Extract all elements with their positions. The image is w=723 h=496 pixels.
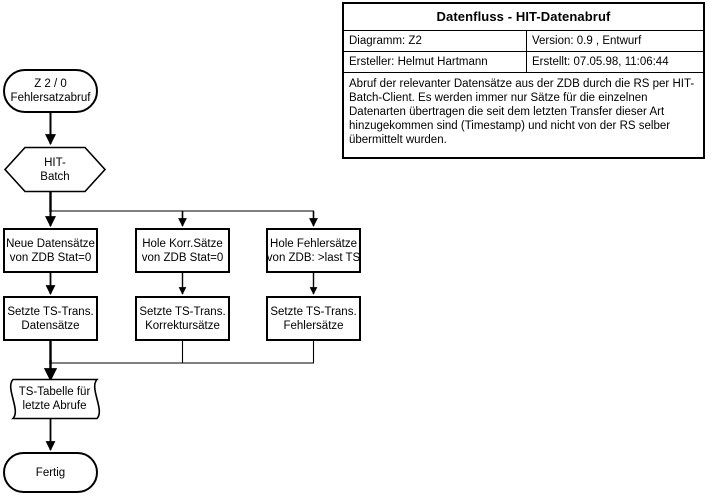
info-created: Erstellt: 07.05.98, 11:06:44	[532, 56, 669, 68]
node-set-ts-error-records-line2: Fehlersätze	[283, 319, 344, 332]
node-set-ts-correction-records-line2: Korrektursätze	[145, 319, 220, 332]
diagram-info-table: Datenfluss - HIT-Datenabruf Diagramm: Z2…	[342, 2, 705, 159]
node-end-line1: Fertig	[35, 466, 66, 479]
stored-data-shape	[9, 378, 101, 420]
node-ts-table-datastore[interactable]: TS-Tabelle für letzte Abrufe	[3, 378, 106, 420]
node-hit-batch-label: HIT- Batch	[3, 146, 107, 193]
node-set-ts-data-records[interactable]: Setzte TS-Trans. Datensätze	[3, 296, 98, 341]
node-ts-table-line1: TS-Tabelle für	[18, 386, 91, 398]
info-row-diagram: Diagramm: Z2 Version: 0.9 , Entwurf	[344, 31, 703, 52]
node-fetch-correction-records-line1: Hole Korr.Sätze	[142, 237, 223, 250]
node-fetch-correction-records[interactable]: Hole Korr.Sätze von ZDB Stat=0	[135, 228, 230, 273]
node-start-line2: Fehlersatzabruf	[10, 92, 91, 104]
node-hit-batch[interactable]: HIT- Batch	[3, 146, 107, 193]
node-start-line1: Z 2 / 0	[34, 78, 67, 90]
node-set-ts-correction-records-line1: Setzte TS-Trans.	[139, 305, 226, 318]
info-author: Ersteller: Helmut Hartmann	[344, 52, 527, 72]
node-fetch-new-records-line1: Neue Datensätze	[6, 237, 95, 250]
node-fetch-error-records[interactable]: Hole Fehlersätze von ZDB: >last TS	[266, 228, 361, 273]
node-fetch-error-records-line2: von ZDB: >last TS	[266, 251, 361, 264]
node-set-ts-error-records[interactable]: Setzte TS-Trans. Fehlersätze	[266, 296, 361, 341]
hexagon-shape	[3, 146, 107, 193]
node-set-ts-correction-records[interactable]: Setzte TS-Trans. Korrektursätze	[135, 296, 230, 341]
node-ts-table-line2: letzte Abrufe	[22, 400, 87, 412]
info-diagram-id: Diagramm: Z2	[344, 31, 527, 51]
node-fetch-new-records[interactable]: Neue Datensätze von ZDB Stat=0	[3, 228, 98, 273]
node-end[interactable]: Fertig	[3, 452, 98, 493]
node-fetch-error-records-line1: Hole Fehlersätze	[270, 237, 357, 250]
diagram-title: Datenfluss - HIT-Datenabruf	[344, 4, 703, 31]
node-set-ts-data-records-line2: Datensätze	[21, 319, 80, 332]
info-version: Version: 0.9 , Entwurf	[532, 35, 642, 47]
info-row-author: Ersteller: Helmut Hartmann Erstellt: 07.…	[344, 52, 703, 73]
info-description: Abruf der relevanter Datensätze aus der …	[349, 78, 695, 146]
node-set-ts-error-records-line1: Setzte TS-Trans.	[270, 305, 357, 318]
node-fetch-new-records-line2: von ZDB Stat=0	[9, 251, 92, 264]
node-hit-batch-line1: HIT-	[44, 156, 66, 169]
node-ts-table-label: TS-Tabelle für letzte Abrufe	[3, 378, 106, 420]
node-fetch-correction-records-line2: von ZDB Stat=0	[141, 251, 224, 264]
node-start[interactable]: Z 2 / 0 Fehlersatzabruf	[3, 69, 98, 113]
node-set-ts-data-records-line1: Setzte TS-Trans.	[7, 305, 94, 318]
node-hit-batch-line2: Batch	[40, 170, 70, 183]
